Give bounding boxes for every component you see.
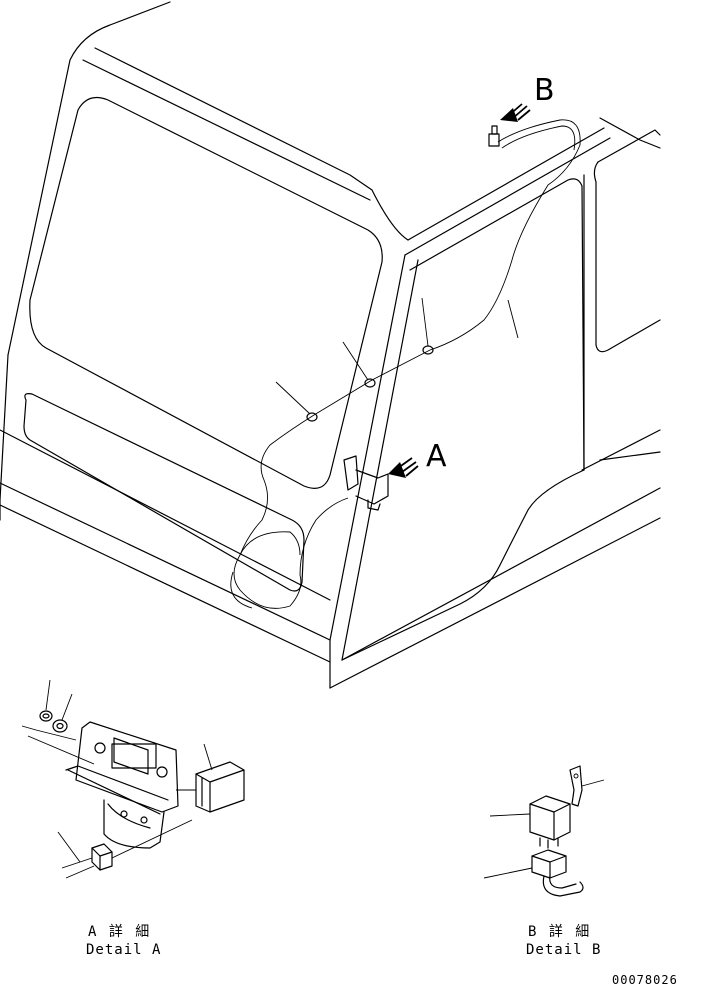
detail-a-drawing [21, 679, 245, 879]
relay-b-top [488, 125, 500, 147]
cab-outline [0, 1, 661, 689]
detail-a-jp-label: A 詳 細 [88, 924, 151, 940]
view-label-b: B [534, 73, 555, 108]
detail-b-drawing [483, 765, 605, 897]
view-arrow-b [500, 103, 531, 122]
harness-clamps [275, 297, 519, 422]
wiring-harness [230, 119, 581, 609]
view-label-a: A [426, 439, 447, 474]
drawing-number: 00078026 [612, 973, 678, 987]
detail-b-en-label: Detail B [526, 942, 601, 958]
detail-a-en-label: Detail A [86, 942, 161, 958]
bracket-a-in-cab [343, 455, 389, 511]
detail-b-jp-label: B 詳 細 [528, 924, 591, 940]
view-arrow-a [388, 457, 419, 478]
